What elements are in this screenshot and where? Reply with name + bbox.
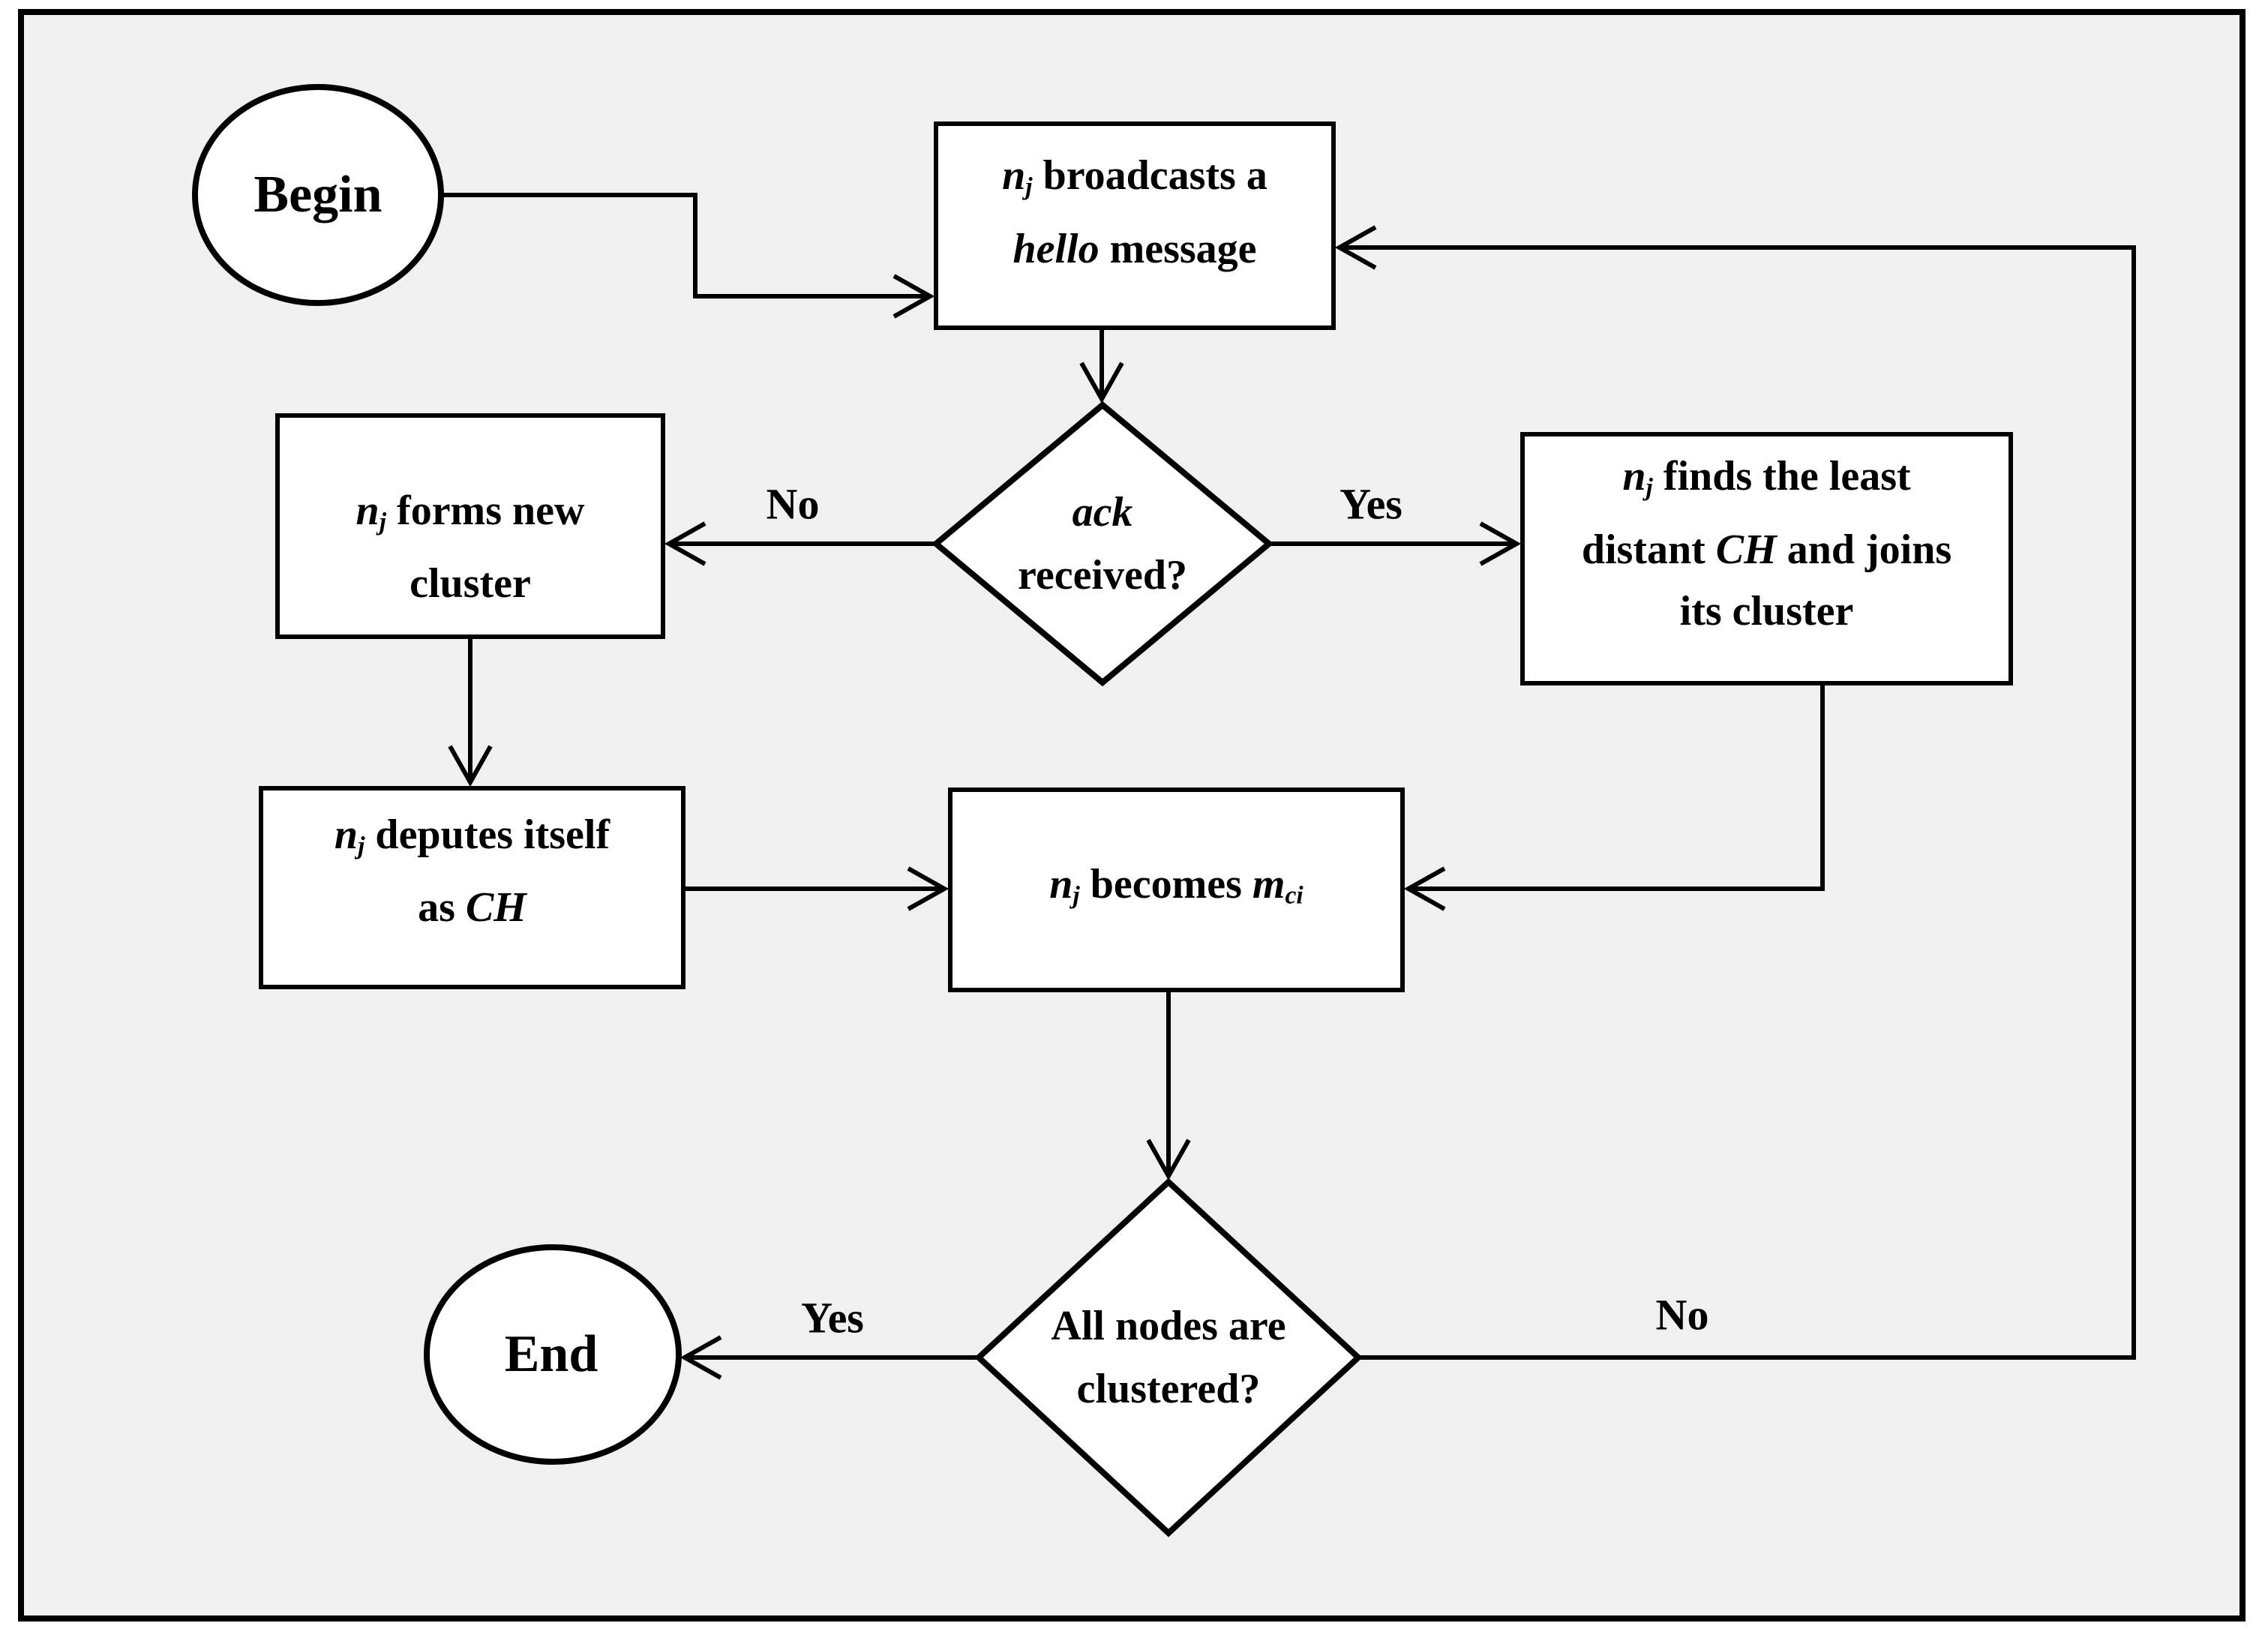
broadcast-box-shape (934, 122, 1336, 330)
forms-box-shape (275, 413, 665, 639)
ack-no-label: No (766, 479, 820, 529)
ack-decision-label: ack received? (952, 439, 1252, 649)
shapes (192, 84, 2013, 1538)
clustered-decision-label: All nodes are clustered? (981, 1260, 1356, 1455)
ack-yes-label: Yes (1340, 479, 1402, 529)
finds-line-2: distant CH and joins (1581, 526, 1952, 573)
ack-decision-diamond-shape (931, 400, 1274, 687)
forms-line-2: cluster (410, 560, 531, 608)
forms-box-label: nj forms new cluster (278, 416, 663, 637)
clustered-decision-diamond-shape (974, 1178, 1363, 1538)
becomes-box-label: nj becomes mci (950, 790, 1402, 990)
ack-decision-line-1: ack (1072, 489, 1133, 536)
edge-finds-to-becomes (1408, 683, 1825, 889)
clustered-decision-line-2: clustered? (1076, 1366, 1261, 1412)
begin-label-text: Begin (254, 166, 382, 224)
ack-decision-line-2: received? (1018, 552, 1187, 598)
broadcast-box-label: nj broadcasts a hello message (936, 124, 1334, 328)
end-label: End (428, 1246, 675, 1462)
deputes-line-1: nj deputes itself (334, 811, 610, 860)
broadcast-line-1: nj broadcasts a (1002, 152, 1268, 201)
deputes-box-label: nj deputes itself as CH (261, 788, 683, 987)
edge-begin-to-broadcast (441, 193, 930, 296)
deputes-line-2: as CH (418, 884, 526, 932)
edge-clustered-no-to-broadcast (1340, 248, 2136, 1360)
broadcast-line-2: hello message (1012, 225, 1257, 272)
finds-box-label: nj finds the least distant CH and joins … (1522, 434, 2011, 683)
becomes-box-shape (948, 788, 1405, 992)
clustered-yes-label: Yes (801, 1293, 864, 1342)
clustered-no-label: No (1655, 1290, 1709, 1340)
end-terminator-shape (424, 1244, 682, 1465)
finds-line-3: its cluster (1679, 587, 1854, 634)
finds-line-1: nj finds the least (1622, 453, 1911, 502)
forms-line-1: nj forms new (356, 487, 585, 536)
begin-label: Begin (195, 87, 441, 303)
becomes-line-1: nj becomes mci (1049, 860, 1304, 910)
clustered-decision-line-1: All nodes are (1051, 1303, 1286, 1349)
finds-box-shape (1520, 432, 2013, 686)
end-label-text: End (504, 1325, 598, 1383)
deputes-box-shape (259, 786, 686, 989)
connectors (441, 193, 2136, 1360)
